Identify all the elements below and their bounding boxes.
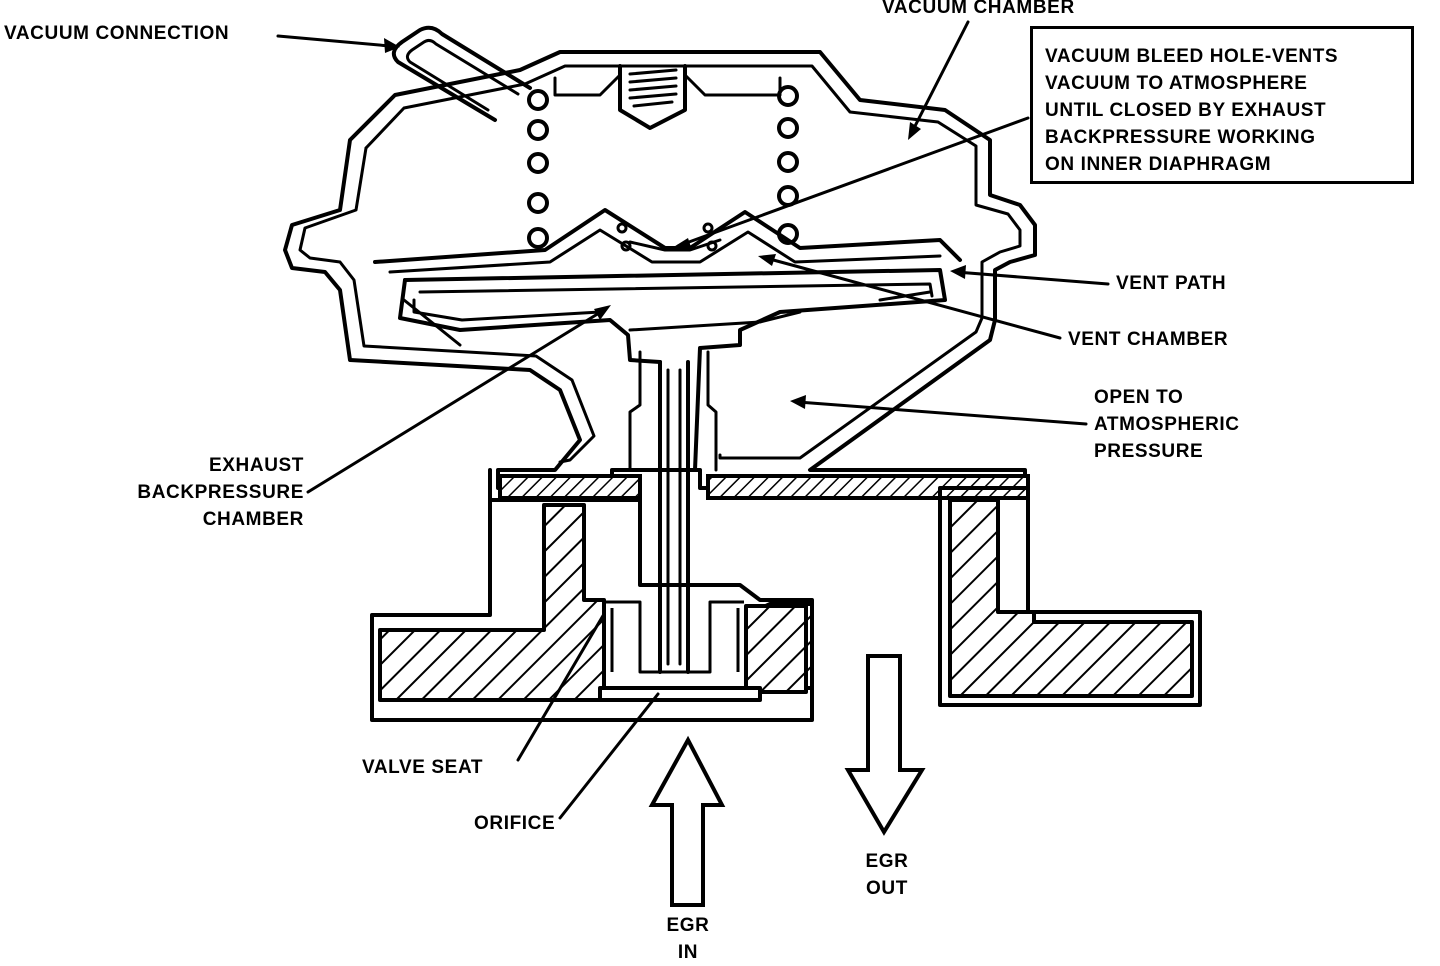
bleed-note-line-4: BACKPRESSURE WORKING: [1045, 127, 1316, 148]
egr-out-arrow: [844, 654, 926, 836]
vent-path-label: VENT PATH: [1116, 273, 1227, 294]
leader-bleed-hole: [676, 116, 1030, 248]
leader-vacuum-connection: [276, 34, 392, 48]
bleed-note-line-3: UNTIL CLOSED BY EXHAUST: [1045, 100, 1327, 121]
leader-lines: [276, 20, 1110, 820]
leader-orifice: [558, 692, 660, 820]
open-to-atmospheric-line-3: PRESSURE: [1094, 441, 1204, 462]
orifice-label: ORIFICE: [474, 813, 556, 834]
open-to-atmospheric-line-2: ATMOSPHERIC: [1094, 414, 1240, 435]
leader-exhaust-chamber: [306, 308, 606, 494]
leader-arrowheads: [384, 38, 966, 409]
egr-in-arrow: [648, 735, 726, 907]
exhaust-line-2: BACKPRESSURE: [137, 482, 304, 503]
vacuum-chamber-label: VACUUM CHAMBER: [882, 0, 1075, 18]
leader-open-atmospheric: [796, 400, 1088, 426]
exhaust-line-1: EXHAUST: [209, 455, 304, 476]
egr-in-line-1: EGR: [666, 915, 710, 936]
egr-out-label: EGR OUT: [842, 848, 932, 902]
leader-vacuum-chamber: [910, 20, 970, 134]
leader-vent-chamber: [764, 256, 1062, 340]
exhaust-line-3: CHAMBER: [202, 509, 304, 530]
return-spring: [527, 85, 799, 249]
bleed-hole-callout: VACUUM BLEED HOLE-VENTS VACUUM TO ATMOSP…: [1030, 26, 1414, 184]
valve-seat-label: VALVE SEAT: [362, 757, 484, 778]
egr-out-line-2: OUT: [866, 878, 908, 899]
bleed-note-line-5: ON INNER DIAPHRAGM: [1045, 154, 1272, 175]
base-casting: [370, 468, 1202, 722]
bleed-note-line-2: VACUUM TO ATMOSPHERE: [1045, 73, 1308, 94]
leader-vent-path: [954, 270, 1110, 286]
egr-in-line-2: IN: [677, 942, 699, 963]
egr-out-line-1: EGR: [865, 851, 909, 872]
open-to-atmospheric-line-1: OPEN TO: [1094, 387, 1184, 408]
vacuum-connection-label: VACUUM CONNECTION: [4, 23, 230, 44]
leader-valve-seat: [516, 612, 606, 762]
egr-in-label: EGR IN: [646, 912, 730, 966]
exhaust-backpressure-chamber-label: EXHAUST BACKPRESSURE CHAMBER: [100, 452, 304, 533]
vent-chamber-label: VENT CHAMBER: [1068, 329, 1229, 350]
diaphragm-housing: [283, 25, 1037, 674]
open-to-atmospheric-label: OPEN TO ATMOSPHERIC PRESSURE: [1094, 384, 1240, 465]
bleed-note-line-1: VACUUM BLEED HOLE-VENTS: [1045, 46, 1339, 67]
